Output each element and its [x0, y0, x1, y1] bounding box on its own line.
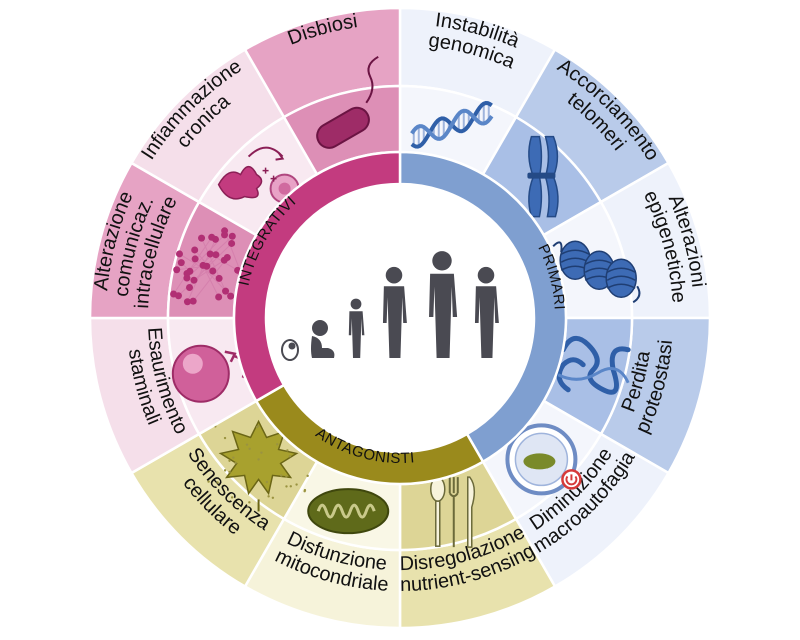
- cell-network-icon: [170, 227, 245, 306]
- teen-figure: [429, 251, 458, 358]
- immune-cell-icon: [217, 146, 300, 204]
- dna-helix-icon: [410, 101, 494, 149]
- stem-cell-icon: [171, 344, 247, 403]
- autophagosome-icon: [505, 423, 582, 496]
- senescent-leaf-icon: [207, 416, 310, 512]
- child-figure: [382, 266, 407, 358]
- nucleosome-icon: [552, 240, 641, 304]
- baby-figure: [311, 320, 335, 358]
- adult-figure: [474, 266, 499, 358]
- segment-disbiosi: Disbiosi: [243, 6, 402, 176]
- protein-icon: [556, 335, 631, 395]
- cutlery-icon: [430, 476, 476, 548]
- bacterium-icon: [316, 55, 379, 149]
- mitochondrion-icon: [307, 488, 390, 535]
- toddler-figure: [348, 298, 365, 358]
- chromosome-icon: [527, 135, 559, 218]
- center-figures: [281, 251, 499, 361]
- fetus-figure: [281, 339, 299, 361]
